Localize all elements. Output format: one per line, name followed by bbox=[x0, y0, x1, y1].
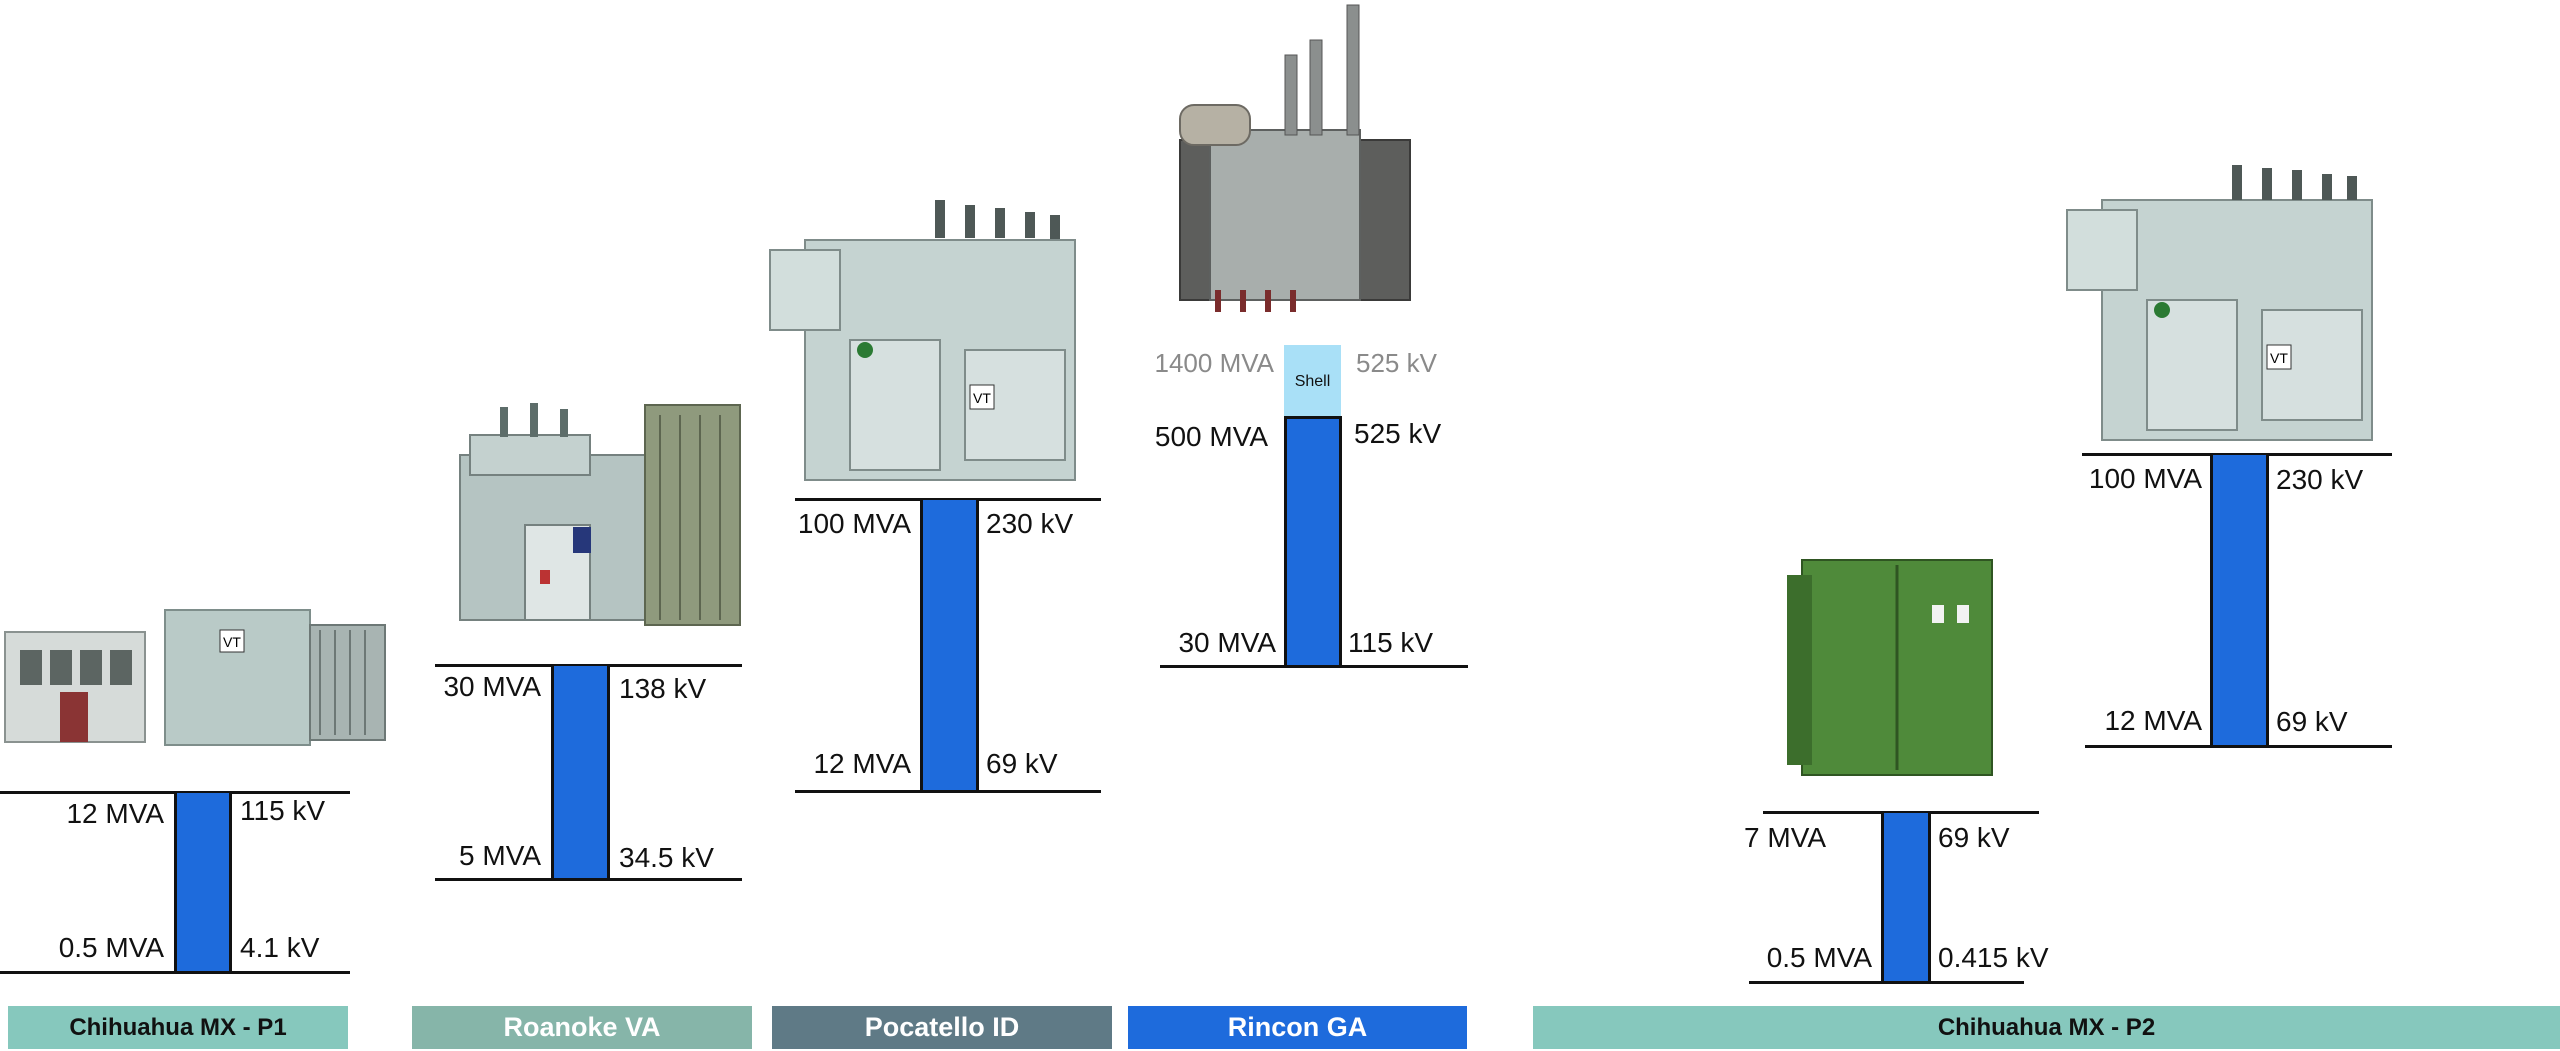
transformer-image-pocatello: VT bbox=[769, 200, 1076, 481]
rating-bar bbox=[2210, 455, 2269, 747]
rating-line-bottom bbox=[0, 971, 350, 974]
rating-bar bbox=[174, 793, 232, 973]
site-name: Chihuahua MX - P2 bbox=[1937, 1013, 2156, 1041]
bottom-kv-label: 115 kV bbox=[1348, 627, 1434, 658]
top-mva-label: 7 MVA bbox=[1744, 822, 1826, 853]
rating-line-bottom bbox=[1749, 981, 2024, 984]
top-kv-label: 230 kV bbox=[986, 508, 1074, 539]
rating-line-bottom bbox=[1160, 665, 1468, 668]
rating-line-top bbox=[435, 664, 742, 667]
top-mva-label: 500 MVA bbox=[1154, 421, 1268, 452]
top-mva-label: 100 MVA bbox=[2088, 463, 2202, 494]
top-kv-label: 525 kV bbox=[1354, 418, 1442, 449]
top-mva-label: 100 MVA bbox=[797, 508, 911, 539]
vt-badge-p2: VT bbox=[2270, 350, 2288, 366]
rating-bar bbox=[551, 666, 610, 880]
bottom-mva-label: 30 MVA bbox=[1178, 627, 1276, 658]
bottom-mva-label: 0.5 MVA bbox=[58, 932, 164, 963]
shell-kv-label: 525 kV bbox=[1356, 348, 1437, 378]
bottom-mva-label: 0.5 MVA bbox=[1766, 942, 1872, 973]
shell-label: Shell bbox=[1294, 373, 1331, 390]
rating-line-top bbox=[0, 791, 350, 794]
site-name: Roanoke VA bbox=[503, 1012, 661, 1042]
pad-mount-image-chihuahua-p2 bbox=[1787, 559, 1993, 776]
rating-line-bottom bbox=[435, 878, 742, 881]
site-name: Rincon GA bbox=[1227, 1012, 1368, 1042]
site-label-chihuahua-p1: Chihuahua MX - P1 bbox=[8, 1006, 348, 1049]
rating-line-top bbox=[1763, 811, 2039, 814]
bottom-kv-label: 69 kV bbox=[2276, 706, 2348, 737]
site-label-chihuahua-p2: Chihuahua MX - P2 bbox=[1533, 1006, 2560, 1049]
rating-line-bottom bbox=[795, 790, 1101, 793]
bottom-kv-label: 4.1 kV bbox=[240, 932, 320, 963]
top-kv-label: 115 kV bbox=[240, 795, 326, 826]
transformer-image-roanoke bbox=[459, 403, 741, 626]
shell-mva-label: 1400 MVA bbox=[1154, 348, 1274, 378]
bottom-mva-label: 12 MVA bbox=[813, 748, 911, 779]
bottom-kv-label: 69 kV bbox=[986, 748, 1058, 779]
site-label-rincon: Rincon GA bbox=[1128, 1006, 1467, 1049]
transformer-image-rincon bbox=[1179, 4, 1411, 312]
rating-bar bbox=[920, 500, 979, 792]
bottom-kv-label: 0.415 kV bbox=[1938, 942, 2049, 973]
top-kv-label: 138 kV bbox=[619, 673, 707, 704]
rating-line-bottom bbox=[2085, 745, 2392, 748]
site-label-pocatello: Pocatello ID bbox=[772, 1006, 1112, 1049]
rating-line-top bbox=[795, 498, 1101, 501]
rating-bar bbox=[1881, 813, 1931, 983]
bottom-kv-label: 34.5 kV bbox=[619, 842, 714, 873]
top-mva-label: 12 MVA bbox=[66, 798, 164, 829]
rating-bar bbox=[1284, 416, 1342, 667]
vt-badge-pocatello: VT bbox=[973, 390, 991, 406]
rating-line-top bbox=[2082, 453, 2392, 456]
transformer-image-chihuahua-p2: VT bbox=[2066, 165, 2373, 441]
top-kv-label: 69 kV bbox=[1938, 822, 2010, 853]
bottom-mva-label: 5 MVA bbox=[459, 840, 541, 871]
top-mva-label: 30 MVA bbox=[443, 671, 541, 702]
shell-rating-bar bbox=[1284, 345, 1341, 416]
bottom-mva-label: 12 MVA bbox=[2104, 705, 2202, 736]
site-name: Pocatello ID bbox=[864, 1012, 1020, 1042]
transformer-image-chihuahua-p1: VT bbox=[4, 609, 386, 746]
top-kv-label: 230 kV bbox=[2276, 464, 2364, 495]
vt-badge-p1: VT bbox=[223, 634, 241, 650]
site-label-roanoke: Roanoke VA bbox=[412, 1006, 752, 1049]
site-name: Chihuahua MX - P1 bbox=[69, 1013, 287, 1041]
